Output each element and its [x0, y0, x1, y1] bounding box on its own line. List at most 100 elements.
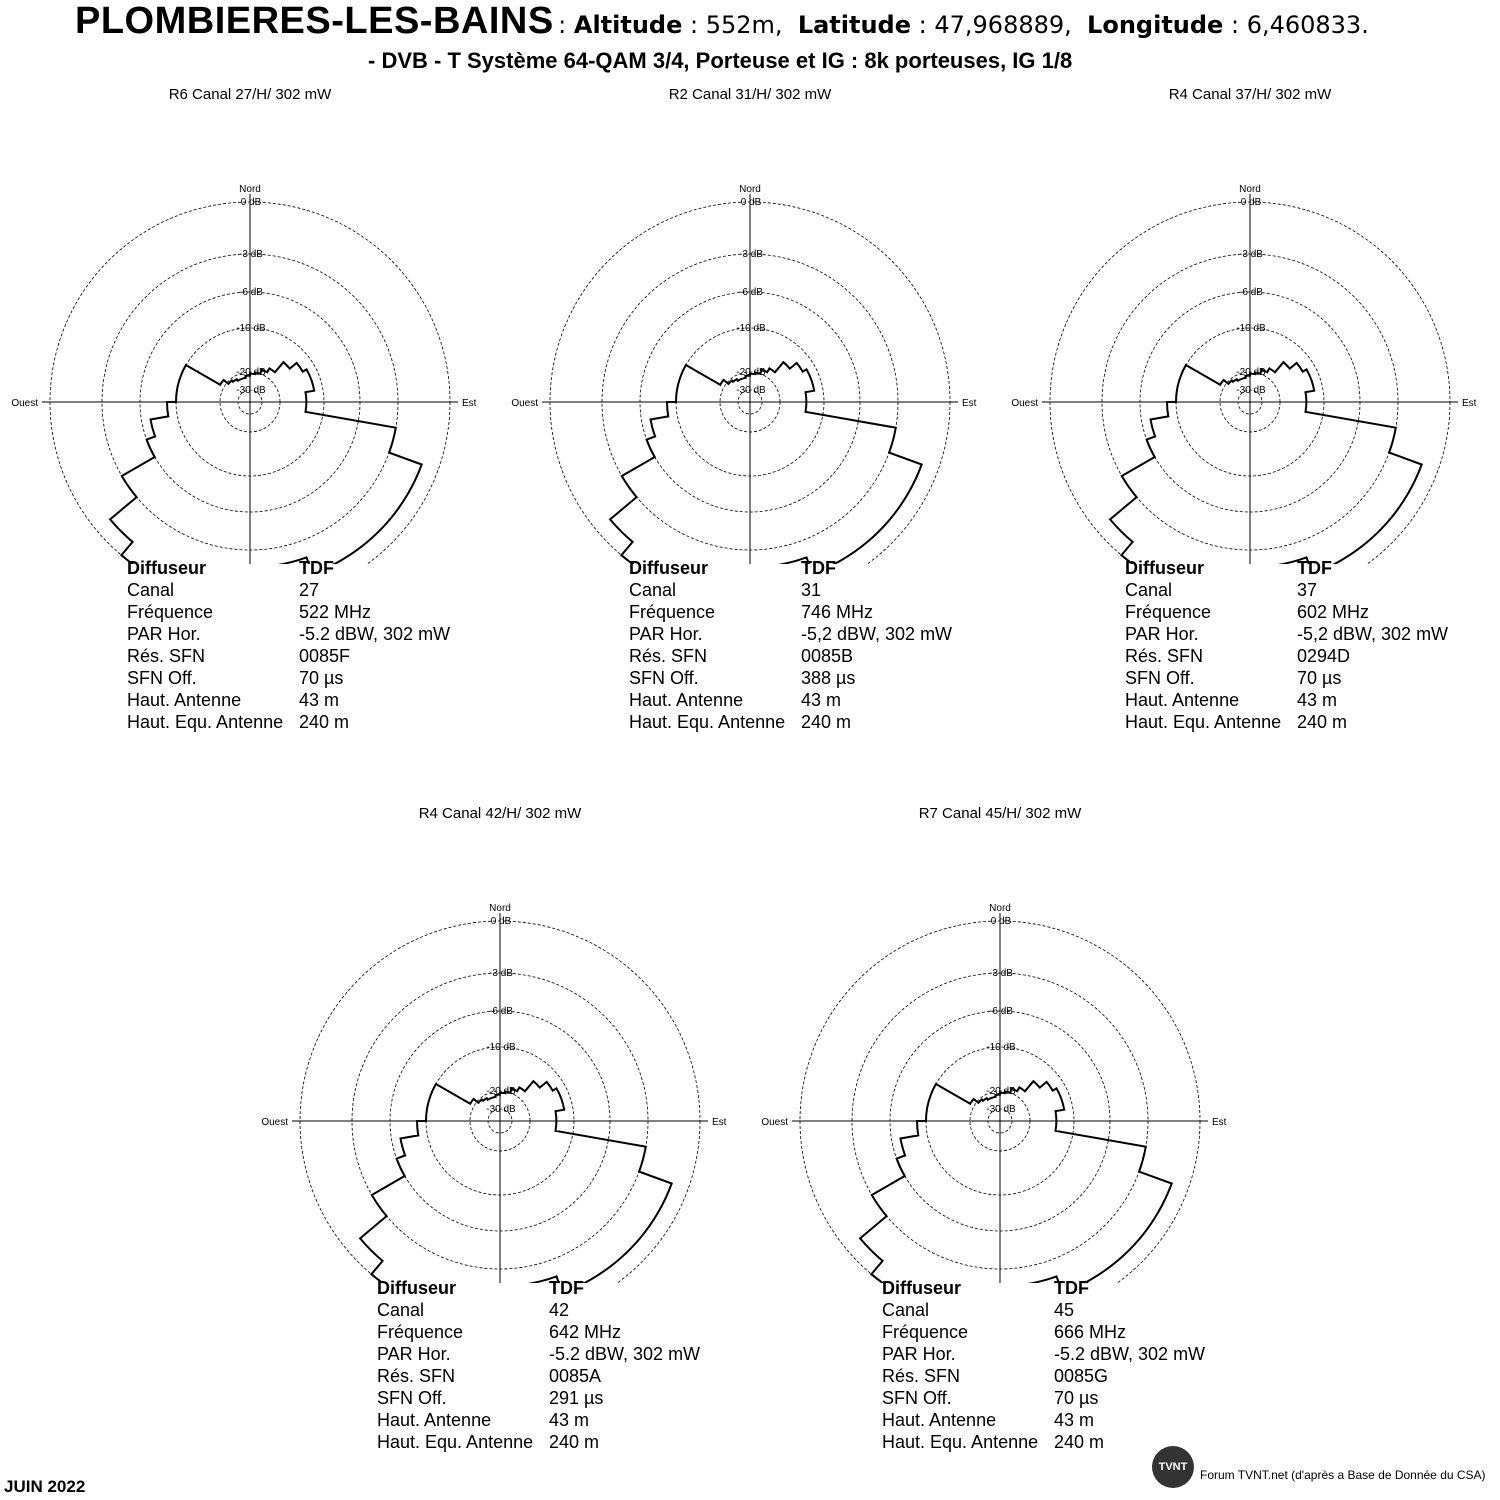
info-value: -5.2 dBW, 302 mW — [549, 1344, 701, 1364]
footer-logo: TVNT Forum TVNT.net (d'après a Base de D… — [1148, 1446, 1498, 1490]
info-value: 0085F — [299, 646, 351, 666]
ring-label: -3 dB — [489, 968, 513, 979]
info-value: -5.2 dBW, 302 mW — [299, 624, 451, 644]
info-value: 0294D — [1297, 646, 1351, 666]
ring-label: 0 dB — [741, 197, 762, 208]
info-value: 0085G — [1054, 1366, 1109, 1386]
info-row: SFN Off.70 µs — [882, 1387, 1205, 1409]
info-label: Diffuseur — [377, 1278, 457, 1298]
credit-text: Forum TVNT.net (d'après a Base de Donnée… — [1200, 1468, 1486, 1482]
info-row: SFN Off. 70 µs — [127, 667, 450, 689]
compass-west: Ouest — [761, 1117, 788, 1128]
info-label: PAR Hor. — [629, 624, 703, 644]
info-label: Haut. Equ. Antenne — [882, 1432, 1039, 1452]
info-value: 43 m — [1297, 690, 1338, 710]
compass-east: Est — [1462, 398, 1477, 409]
latitude-label: Latitude — [797, 11, 912, 39]
panel-title: R6 Canal 27/H/ 302 mW — [168, 86, 332, 103]
polar-diagram: 0 dB-3 dB-6 dB-10 dB-20 dB-30 dBNordSudO… — [511, 184, 977, 564]
ring-label: 0 dB — [491, 916, 512, 927]
compass-west: Ouest — [511, 398, 538, 409]
polar-diagram: 0 dB-3 dB-6 dB-10 dB-20 dB-30 dBNordSudO… — [261, 903, 727, 1283]
info-label: Rés. SFN — [629, 646, 708, 666]
info-label: Haut. Antenne — [377, 1410, 492, 1430]
info-value: TDF — [1054, 1278, 1089, 1298]
info-value: 70 µs — [1054, 1388, 1099, 1408]
radiation-pattern — [608, 360, 923, 564]
ring-label: -6 dB — [739, 287, 763, 298]
radiation-pattern — [858, 1079, 1173, 1283]
info-value: 746 MHz — [801, 602, 874, 622]
ring-label: -10 dB — [236, 323, 266, 334]
polar-diagram: 0 dB-3 dB-6 dB-10 dB-20 dB-30 dBNordSudO… — [1011, 184, 1477, 564]
info-value: 388 µs — [801, 668, 856, 688]
publication-date: JUIN 2022 — [4, 1477, 86, 1496]
info-label: Haut. Antenne — [127, 690, 242, 710]
town-name: PLOMBIERES-LES-BAINS — [75, 0, 554, 42]
info-value: 70 µs — [299, 668, 344, 688]
ring-label: -6 dB — [239, 287, 263, 298]
info-row: PAR Hor. -5.2 dBW, 302 mW — [127, 623, 450, 645]
info-label: Diffuseur — [882, 1278, 962, 1298]
info-label: SFN Off. — [127, 668, 197, 688]
info-label: Haut. Antenne — [629, 690, 744, 710]
info-value: 0085B — [801, 646, 854, 666]
polar-diagram: 0 dB-3 dB-6 dB-10 dB-20 dB-30 dBNordSudO… — [11, 184, 477, 564]
panel-title: R7 Canal 45/H/ 302 mW — [918, 805, 1082, 822]
ring-label: 0 dB — [991, 916, 1012, 927]
info-value: 240 m — [801, 712, 852, 732]
ring-label: -10 dB — [736, 323, 766, 334]
info-label: Rés. SFN — [1125, 646, 1204, 666]
ring-label: -20 dB — [986, 1086, 1016, 1097]
compass-east: Est — [1212, 1117, 1227, 1128]
info-value: 240 m — [299, 712, 350, 732]
info-value: 37 — [1297, 580, 1318, 600]
radiation-pattern — [1108, 360, 1423, 564]
polar-diagram: 0 dB-3 dB-6 dB-10 dB-20 dB-30 dBNordSudO… — [761, 903, 1227, 1283]
info-label: PAR Hor. — [127, 624, 201, 644]
info-value: TDF — [1297, 558, 1332, 578]
info-value: 642 MHz — [549, 1322, 622, 1342]
ring-label: -10 dB — [986, 1042, 1016, 1053]
info-label: SFN Off. — [377, 1388, 447, 1408]
info-row: PAR Hor.-5.2 dBW, 302 mW — [377, 1343, 700, 1365]
info-label: Canal — [127, 580, 175, 600]
info-label: Diffuseur — [629, 558, 709, 578]
info-value: TDF — [801, 558, 836, 578]
altitude-value: 552m — [705, 11, 775, 39]
ring-label: -20 dB — [1236, 367, 1266, 378]
panel-title: R2 Canal 31/H/ 302 mW — [668, 86, 832, 103]
ring-label: -6 dB — [989, 1006, 1013, 1017]
panel-title: R4 Canal 42/H/ 302 mW — [418, 805, 582, 822]
info-row: Diffuseur TDF — [629, 557, 952, 579]
info-label: Fréquence — [882, 1322, 969, 1342]
info-row: SFN Off.70 µs — [1125, 667, 1448, 689]
info-value: TDF — [299, 558, 334, 578]
info-label: Rés. SFN — [377, 1366, 456, 1386]
info-row: Rés. SFN 0294D — [1125, 645, 1448, 667]
compass-east: Est — [962, 398, 977, 409]
ring-label: -30 dB — [236, 385, 266, 396]
info-value: 45 — [1054, 1300, 1075, 1320]
info-value: -5.2 dBW, 302 mW — [1054, 1344, 1206, 1364]
info-label: Haut. Equ. Antenne — [377, 1432, 534, 1452]
info-value: 27 — [299, 580, 320, 600]
ring-label: 0 dB — [241, 197, 262, 208]
info-value: 43 m — [1054, 1410, 1095, 1430]
info-label: Haut. Equ. Antenne — [1125, 712, 1282, 732]
